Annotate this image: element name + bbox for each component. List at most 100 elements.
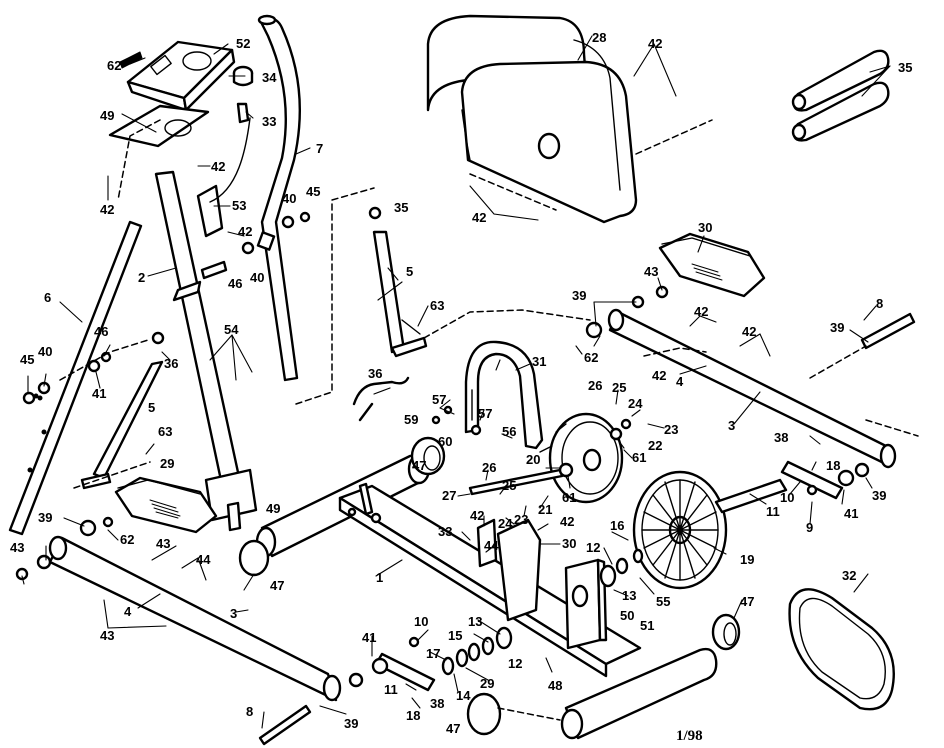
callout-labels: 52 62 34 33 49 7 42 42 53 42 40 45 40 46… [10, 30, 912, 744]
callout-42: 42 [238, 224, 252, 239]
callout-21: 21 [538, 502, 552, 517]
callout-59: 60 [438, 434, 452, 449]
callout-42: 42 [100, 202, 114, 217]
callout-12: 12 [508, 656, 522, 671]
callout-60: 62 [107, 58, 121, 73]
callout-12: 12 [586, 540, 600, 555]
callout-11: 11 [766, 504, 780, 519]
callout-8: 8 [876, 296, 883, 311]
callout-42: 42 [694, 304, 708, 319]
callout-47: 47 [412, 458, 426, 473]
callout-32: 32 [842, 568, 856, 583]
callout-25: 26 [482, 460, 496, 475]
callout-50: 50 [620, 608, 634, 623]
callout-22: 22 [648, 438, 662, 453]
callout-33: 33 [438, 524, 452, 539]
callout-5: 5 [406, 264, 413, 279]
callout-63: 63 [430, 298, 444, 313]
callout-62: 62 [120, 532, 134, 547]
drive-strap [464, 340, 544, 450]
callout-61: 61 [632, 450, 646, 465]
callout-15: 15 [448, 628, 462, 643]
callout-49: 49 [266, 501, 280, 516]
callout-38: 38 [774, 430, 788, 445]
callout-27: 28 [592, 30, 606, 45]
callout-39: 39 [830, 320, 844, 335]
callout-45: 45 [306, 184, 320, 199]
leader-lines [21, 35, 891, 729]
callout-36: 35 [394, 200, 408, 215]
callout-40: 41 [92, 386, 106, 401]
base-frame [255, 453, 718, 740]
handle-grips [791, 49, 890, 142]
callout-57: 57 [432, 392, 446, 407]
callout-39: 39 [872, 488, 886, 503]
callout-46: 46 [94, 324, 108, 339]
callout-49: 49 [100, 108, 114, 123]
callout-3: 3 [728, 418, 735, 433]
callout-47: 47 [740, 594, 754, 609]
callout-13: 13 [468, 614, 482, 629]
callout-57: 57 [478, 406, 492, 421]
callout-37: 36 [368, 366, 382, 381]
callout-40: 40 [282, 191, 296, 206]
callout-42: 42 [648, 36, 662, 51]
left-arm [8, 220, 143, 536]
callout-7: 7 [316, 141, 323, 156]
callout-43: 43 [644, 264, 658, 279]
callout-1: 1 [376, 570, 383, 585]
right-pedal-tube [585, 285, 897, 469]
callout-22: 23 [514, 512, 528, 527]
callout-63: 63 [158, 424, 172, 439]
callout-3: 3 [230, 606, 237, 621]
callout-48: 48 [548, 678, 562, 693]
callout-62: 62 [584, 350, 598, 365]
end-caps [238, 436, 741, 736]
callout-38: 38 [430, 696, 444, 711]
callout-42: 44 [196, 552, 211, 567]
callout-19: 19 [740, 552, 754, 567]
callout-26: 26 [588, 378, 602, 393]
drawing-code: 1/98 [676, 728, 703, 744]
callout-43: 43 [10, 540, 24, 555]
callout-13: 13 [622, 588, 636, 603]
callout-2: 2 [138, 270, 145, 285]
callout-23: 23 [664, 422, 678, 437]
callout-29: 29 [160, 456, 174, 471]
callout-33: 33 [262, 114, 276, 129]
callout-45: 45 [20, 352, 34, 367]
callout-56: 56 [502, 424, 516, 439]
callout-44: 44 [484, 538, 499, 553]
callout-28: 29 [480, 676, 494, 691]
callout-52: 52 [236, 36, 250, 51]
callout-6: 6 [44, 290, 51, 305]
pulley [539, 412, 624, 504]
callout-42: 42 [742, 324, 756, 339]
pedal-right [658, 232, 766, 298]
pedal-left [114, 476, 218, 534]
callout-41: 41 [844, 506, 858, 521]
callout-51: 51 [640, 618, 654, 633]
right-pedal-arm [368, 206, 428, 358]
callout-42: 42 [470, 508, 484, 523]
assembly-lines [59, 119, 919, 721]
callout-46: 46 [228, 276, 242, 291]
console-assembly [108, 40, 236, 148]
callout-39: 39 [38, 510, 52, 525]
callout-4: 4 [676, 374, 684, 389]
callout-47: 47 [446, 721, 460, 736]
callout-42: 42 [652, 368, 666, 383]
callout-42: 42 [472, 210, 486, 225]
callout-42: 42 [560, 514, 574, 529]
callout-4: 4 [124, 604, 132, 619]
callout-40: 40 [38, 344, 52, 359]
callout-10: 11 [384, 682, 398, 697]
callout-16: 16 [610, 518, 624, 533]
callout-39: 39 [572, 288, 586, 303]
callout-9: 10 [414, 614, 428, 629]
callout-31: 31 [532, 354, 546, 369]
callout-42: 42 [211, 159, 225, 174]
callout-61: 61 [562, 490, 576, 505]
